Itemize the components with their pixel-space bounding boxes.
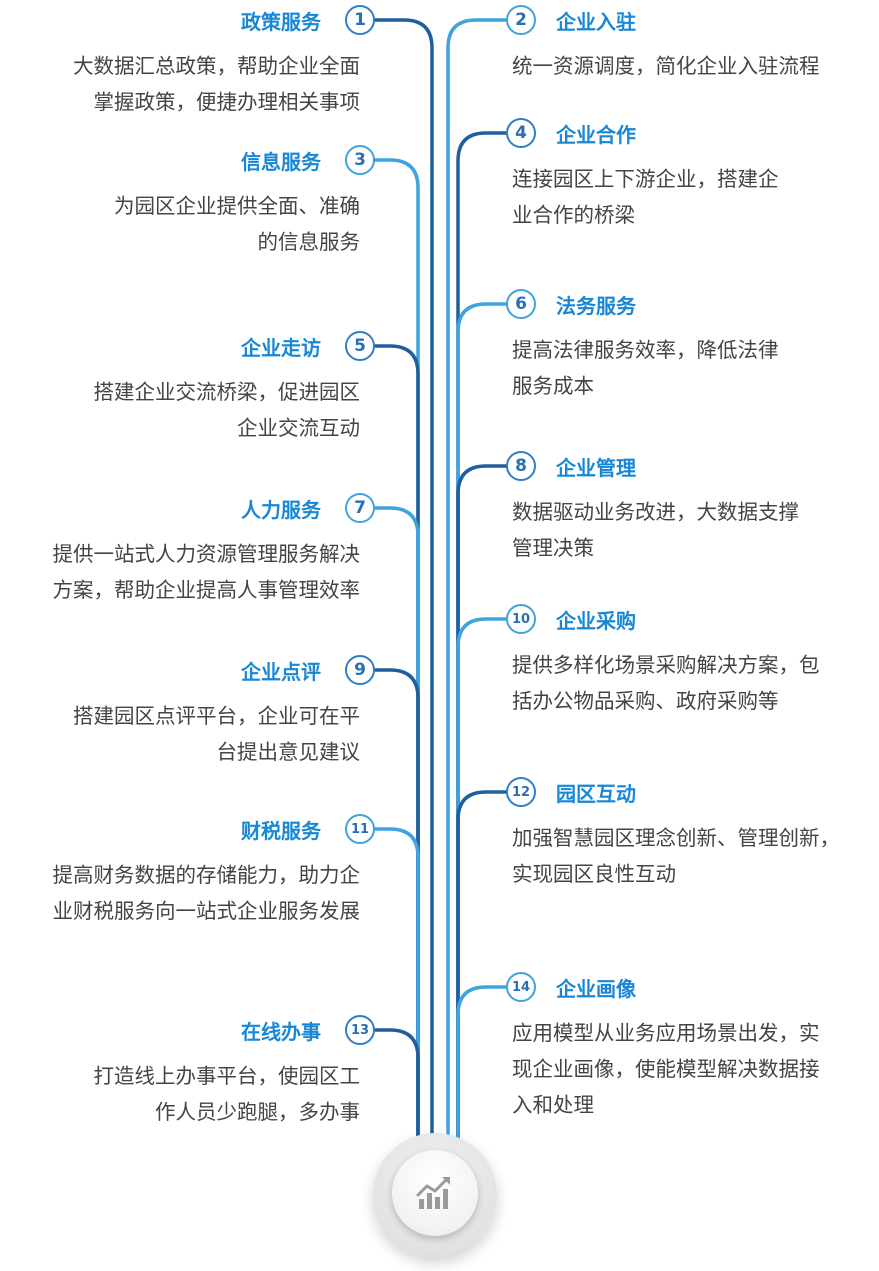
description-line: 作人员少跑腿，多办事	[155, 1100, 360, 1124]
description-line: 搭建企业交流桥梁，促进园区	[93, 380, 361, 404]
connector-line-7	[373, 506, 420, 1152]
description-line: 大数据汇总政策，帮助企业全面	[73, 54, 360, 78]
step-description: 大数据汇总政策，帮助企业全面掌握政策，便捷办理相关事项	[73, 48, 360, 120]
description-line: 掌握政策，便捷办理相关事项	[93, 90, 361, 114]
description-line: 连接园区上下游企业，搭建企	[512, 167, 779, 191]
step-number-4: 4	[506, 118, 536, 148]
description-line: 的信息服务	[257, 230, 361, 254]
step-description: 搭建园区点评平台，企业可在平台提出意见建议	[73, 698, 360, 770]
hub-button	[392, 1150, 478, 1236]
connector-line-8	[456, 464, 508, 1152]
description-line: 打造线上办事平台，使园区工	[93, 1064, 361, 1088]
step-number-9: 9	[345, 655, 375, 685]
description-line: 数据驱动业务改进，大数据支撑	[512, 500, 799, 524]
step-title: 财税服务	[241, 819, 321, 843]
step-number-13: 13	[345, 1015, 375, 1045]
step-description: 统一资源调度，简化企业入驻流程	[512, 48, 820, 84]
step-description: 加强智慧园区理念创新、管理创新， 实现园区良性互动	[512, 820, 840, 892]
description-line: 提供多样化场景采购解决方案，包	[512, 653, 820, 677]
description-line: 应用模型从业务应用场景出发，实	[512, 1021, 820, 1045]
step-title: 企业采购	[556, 609, 636, 633]
step-title: 企业入驻	[556, 10, 636, 34]
step-title: 园区互动	[556, 782, 636, 806]
step-title: 在线办事	[241, 1020, 321, 1044]
description-line: 台提出意见建议	[216, 740, 361, 764]
connector-line-14	[456, 985, 508, 1152]
step-description: 数据驱动业务改进，大数据支撑管理决策	[512, 494, 799, 566]
step-title: 企业走访	[241, 336, 321, 360]
step-title: 人力服务	[241, 498, 321, 522]
description-line: 入和处理	[512, 1093, 594, 1117]
step-title: 企业点评	[241, 660, 321, 684]
step-number-3: 3	[345, 145, 375, 175]
connector-line-5	[373, 344, 420, 1152]
connector-line-13	[373, 1028, 420, 1152]
step-number-2: 2	[506, 5, 536, 35]
bar-chart-trend-icon	[416, 1177, 450, 1209]
step-description: 提供一站式人力资源管理服务解决方案，帮助企业提高人事管理效率	[53, 536, 361, 608]
step-description: 应用模型从业务应用场景出发，实现企业画像，使能模型解决数据接入和处理	[512, 1015, 820, 1123]
description-line: 搭建园区点评平台，企业可在平	[73, 704, 360, 728]
description-line: 加强智慧园区理念创新、管理创新，	[512, 826, 840, 850]
description-line: 企业交流互动	[237, 416, 360, 440]
description-line: 现企业画像，使能模型解决数据接	[512, 1057, 820, 1081]
description-line: 提高法律服务效率，降低法律	[512, 338, 779, 362]
step-number-5: 5	[345, 331, 375, 361]
description-line: 业合作的桥梁	[512, 203, 635, 227]
description-line: 业财税服务向一站式企业服务发展	[52, 899, 361, 923]
description-line: 方案，帮助企业提高人事管理效率	[52, 578, 361, 602]
step-description: 提高法律服务效率，降低法律服务成本	[512, 332, 779, 404]
step-number-7: 7	[345, 493, 375, 523]
step-description: 连接园区上下游企业，搭建企业合作的桥梁	[512, 161, 779, 233]
description-line: 括办公物品采购、政府采购等	[512, 689, 779, 713]
description-line: 提高财务数据的存储能力，助力企	[52, 863, 361, 887]
step-title: 企业管理	[556, 456, 636, 480]
connector-line-10	[456, 617, 508, 1152]
step-description: 为园区企业提供全面、准确的信息服务	[114, 188, 360, 260]
step-title: 政策服务	[241, 10, 321, 34]
description-line: 统一资源调度，简化企业入驻流程	[512, 54, 820, 78]
step-title: 信息服务	[241, 150, 321, 174]
description-line: 为园区企业提供全面、准确	[114, 194, 360, 218]
step-number-12: 12	[506, 777, 536, 807]
description-line: 服务成本	[512, 374, 594, 398]
connector-line-6	[456, 302, 508, 1152]
step-description: 提高财务数据的存储能力，助力企业财税服务向一站式企业服务发展	[53, 857, 361, 929]
connector-line-1	[373, 18, 434, 1152]
connector-line-11	[373, 827, 420, 1152]
step-number-11: 11	[345, 814, 375, 844]
connector-line-3	[373, 158, 420, 1152]
description-line: 提供一站式人力资源管理服务解决	[52, 542, 361, 566]
connector-line-2	[446, 18, 508, 1152]
step-number-14: 14	[506, 972, 536, 1002]
description-line: 管理决策	[512, 536, 594, 560]
step-title: 企业合作	[556, 123, 636, 147]
step-number-6: 6	[506, 289, 536, 319]
step-description: 提供多样化场景采购解决方案，包括办公物品采购、政府采购等	[512, 647, 820, 719]
connector-line-9	[373, 668, 420, 1152]
connector-line-4	[456, 131, 508, 1152]
step-description: 搭建企业交流桥梁，促进园区企业交流互动	[94, 374, 361, 446]
step-title: 企业画像	[556, 977, 636, 1001]
step-number-10: 10	[506, 604, 536, 634]
description-line: 实现园区良性互动	[512, 862, 676, 886]
step-description: 打造线上办事平台，使园区工作人员少跑腿，多办事	[94, 1058, 361, 1130]
step-title: 法务服务	[556, 294, 636, 318]
connector-line-12	[456, 790, 508, 1152]
step-number-8: 8	[506, 451, 536, 481]
step-number-1: 1	[345, 5, 375, 35]
